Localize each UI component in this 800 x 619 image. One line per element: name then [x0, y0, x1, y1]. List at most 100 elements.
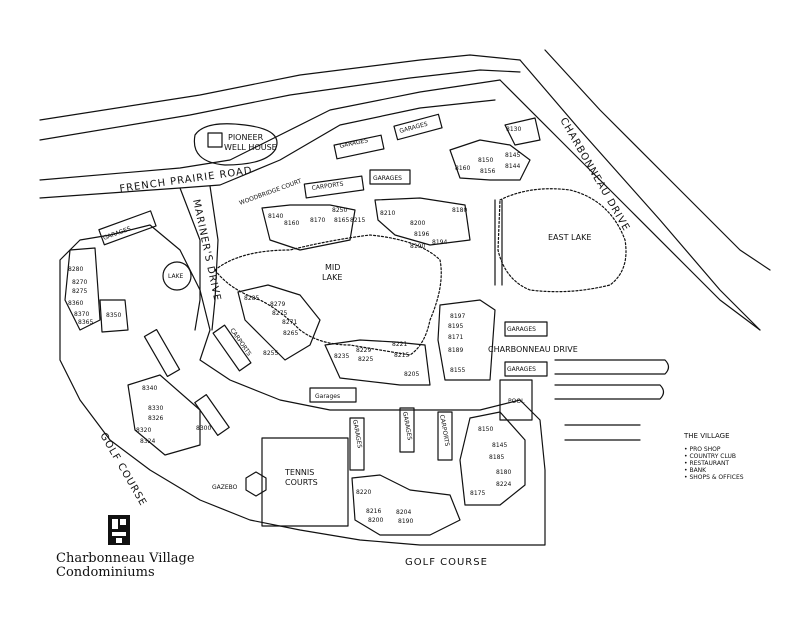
unit-number-label: 8235 — [334, 353, 349, 360]
unit-number-label: 8160 — [284, 220, 299, 227]
unit-number-label: 8150 — [478, 157, 493, 164]
unit-number-label: 8156 — [480, 168, 495, 175]
unit-number-label: 8210 — [380, 210, 395, 217]
unit-number-label: 8145 — [505, 152, 520, 159]
legend-item: • COUNTRY CLUB — [684, 453, 737, 460]
unit-number-label: 8200 — [410, 220, 425, 227]
unit-number-label: 8275 — [272, 310, 287, 317]
garages-label: GARAGES — [339, 137, 369, 150]
road-edge — [39, 79, 501, 181]
carports-label: CARPORTS — [228, 327, 252, 357]
unit-number-label: 8229 — [356, 347, 371, 354]
garages-label: GARAGES — [507, 366, 536, 373]
garages-label: GARAGES — [351, 419, 363, 449]
unit-number-label: 8255 — [263, 350, 278, 357]
unit-number-label: 8280 — [68, 266, 83, 273]
garages-label: GARAGES — [102, 225, 132, 242]
unit-number-label: 8279 — [270, 301, 285, 308]
unit-number-label: 8171 — [448, 334, 463, 341]
legend: THE VILLAGE • PRO SHOP • COUNTRY CLUB • … — [684, 432, 744, 481]
unit-number-label: 8320 — [136, 427, 151, 434]
unit-number-label: 8180 — [496, 469, 511, 476]
mid-lake-label: MID — [325, 263, 340, 272]
unit-number-label: 8165 — [334, 217, 349, 224]
unit-number-label: 8370 — [74, 311, 89, 318]
unit-number-label: 8250 — [332, 207, 347, 214]
unit-number-label: 8160 — [455, 165, 470, 172]
unit-number-label: 8150 — [478, 426, 493, 433]
charbonneau-logo-icon — [108, 515, 130, 545]
unit-number-label: 8220 — [356, 489, 371, 496]
unit-number-label: 8350 — [106, 312, 121, 319]
unit-number-label: 8130 — [506, 126, 521, 133]
unit-number-label: 8180 — [452, 207, 467, 214]
unit-number-label: 8224 — [496, 481, 511, 488]
unit-number-label: 8144 — [505, 163, 520, 170]
unit-number-label: 8200 — [368, 517, 383, 524]
unit-number-label: 8197 — [450, 313, 465, 320]
legend-item: • PRO SHOP — [684, 446, 721, 453]
unit-number-label: 8145 — [492, 442, 507, 449]
logo-title: Charbonneau Village — [56, 551, 195, 566]
road-label-charbonneau-inner: CHARBONNEAU DRIVE — [488, 345, 578, 354]
east-lake-label: EAST LAKE — [548, 233, 591, 242]
road-edge — [39, 54, 521, 121]
small-lake-label: LAKE — [168, 273, 184, 280]
unit-number-label: 8324 — [140, 438, 155, 445]
unit-number-label: 8216 — [366, 508, 381, 515]
well-house-label: WELL HOUSE — [224, 143, 277, 152]
legend-item: • SHOPS & OFFICES — [684, 474, 744, 481]
gazebo-label: GAZEBO — [212, 484, 238, 491]
unit-number-label: 8190 — [398, 518, 413, 525]
logo-subtitle: Condominiums — [56, 565, 155, 580]
unit-number-label: 8204 — [396, 509, 411, 516]
unit-number-label: 8265 — [283, 330, 298, 337]
road-label-golf-bottom: GOLF COURSE — [405, 557, 488, 568]
garages-label: Garages — [315, 393, 340, 400]
road-edge — [544, 49, 771, 271]
unit-number-label: 8360 — [68, 300, 83, 307]
road-label-woodbridge: WOODBRIDGE COURT — [238, 178, 302, 207]
legend-item: • RESTAURANT — [684, 460, 730, 467]
unit-number-label: 8215 — [350, 217, 365, 224]
unit-number-label: 8195 — [448, 323, 463, 330]
unit-number-label: 8205 — [404, 371, 419, 378]
unit-number-label: 8326 — [148, 415, 163, 422]
unit-number-label: 8300 — [196, 425, 211, 432]
unit-number-label: 8185 — [489, 454, 504, 461]
pool-label: POOL — [508, 398, 525, 405]
unit-number-label: 8285 — [244, 295, 259, 302]
unit-number-label: 8189 — [448, 347, 463, 354]
unit-number-label: 8194 — [432, 239, 447, 246]
tennis-label: TENNIS — [284, 468, 314, 477]
unit-number-label: 8221 — [392, 341, 407, 348]
courts-label: COURTS — [285, 478, 318, 487]
unit-number-label: 8175 — [470, 490, 485, 497]
road-edge — [499, 79, 691, 271]
garages-label: GARAGES — [507, 326, 536, 333]
unit-number-label: 8170 — [310, 217, 325, 224]
unit-number-label: 8330 — [148, 405, 163, 412]
legend-item: • BANK — [684, 467, 707, 474]
carports-label: CARPORTS — [438, 414, 450, 447]
road-edge — [39, 69, 521, 141]
garages-label: GARAGES — [373, 175, 402, 182]
unit-number-label: 8270 — [72, 279, 87, 286]
unit-number-label: 8140 — [268, 213, 283, 220]
unit-number-label: 8196 — [414, 231, 429, 238]
unit-number-label: 8271 — [282, 319, 297, 326]
unit-number-label: 8225 — [358, 356, 373, 363]
pioneer-label: PIONEER — [228, 133, 264, 142]
unit-number-label: 8155 — [450, 367, 465, 374]
unit-number-label: 8215 — [394, 352, 409, 359]
road-edge — [519, 59, 761, 331]
unit-number-label: 8340 — [142, 385, 157, 392]
legend-title: THE VILLAGE — [684, 432, 730, 440]
unit-number-label: 8190 — [410, 243, 425, 250]
unit-number-label: 8365 — [78, 319, 93, 326]
mid-lake-label-2: LAKE — [322, 273, 342, 282]
unit-number-label: 8275 — [72, 288, 87, 295]
garages-label: GARAGES — [401, 411, 413, 441]
carports-label: CARPORTS — [311, 181, 344, 192]
